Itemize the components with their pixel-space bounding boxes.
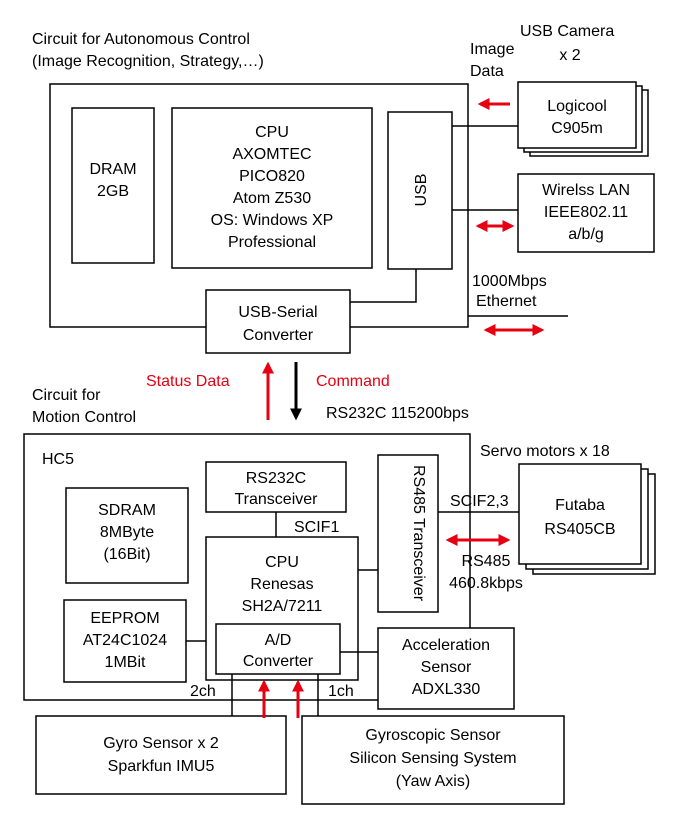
accel-line-2: Sensor bbox=[421, 659, 472, 676]
adc-line-1: A/D bbox=[265, 632, 292, 649]
autonomous-title: Circuit for Autonomous Control bbox=[32, 31, 250, 48]
ch1-label: 1ch bbox=[328, 683, 354, 700]
sdram-box: SDRAM 8MByte (16Bit) bbox=[65, 487, 189, 584]
atom-cpu-box: CPU AXOMTEC PICO820 Atom Z530 OS: Window… bbox=[171, 107, 373, 269]
rs485-speed-line-1: RS485 bbox=[462, 553, 511, 570]
rs485-transceiver-label: RS485 Transceiver bbox=[410, 465, 427, 602]
motion-title-line-1: Circuit for bbox=[32, 387, 101, 404]
servo-model-line-1: Futaba bbox=[555, 497, 605, 514]
scif1-label: SCIF1 bbox=[294, 519, 339, 536]
accel-line-3: ADXL330 bbox=[412, 681, 481, 698]
wlan-line-3: a/b/g bbox=[568, 226, 604, 243]
accel-line-1: Acceleration bbox=[402, 637, 490, 654]
gyroscopic-sensor-box: Gyroscopic Sensor Silicon Sensing System… bbox=[301, 715, 565, 805]
servo-stack: Futaba RS405CB bbox=[518, 463, 656, 575]
servo-model-line-2: RS405CB bbox=[544, 521, 615, 538]
atom-cpu-line-2: AXOMTEC bbox=[232, 146, 311, 163]
camera-title-line-1: USB Camera bbox=[520, 23, 614, 40]
sh2a-cpu-line-1: CPU bbox=[265, 554, 299, 571]
gyro-sensor-box: Gyro Sensor x 2 Sparkfun IMU5 bbox=[35, 715, 287, 795]
camera-title-line-2: x 2 bbox=[559, 47, 580, 64]
dram-line-2: 2GB bbox=[97, 183, 129, 200]
camera-model-line-2: C905m bbox=[551, 120, 603, 137]
eeprom-line-2: AT24C1024 bbox=[83, 632, 167, 649]
scif23-label: SCIF2,3 bbox=[450, 493, 509, 510]
dram-line-1: DRAM bbox=[89, 161, 136, 178]
ethernet-line-1: 1000Mbps bbox=[472, 273, 547, 290]
status-data-label: Status Data bbox=[146, 373, 230, 390]
camera-stack: Logicool C905m bbox=[517, 81, 649, 157]
wlan-box: Wirelss LAN IEEE802.11 a/b/g bbox=[517, 173, 655, 253]
eeprom-line-1: EEPROM bbox=[90, 610, 159, 627]
usb-box: USB bbox=[387, 111, 453, 270]
accel-sensor-box: Acceleration Sensor ADXL330 bbox=[377, 627, 515, 710]
adc-box: A/D Converter bbox=[215, 623, 341, 675]
ethernet-line-2: Ethernet bbox=[476, 293, 537, 310]
motion-title-line-2: Motion Control bbox=[32, 409, 136, 426]
image-data-line-2: Data bbox=[470, 63, 504, 80]
gyro-line-2: Sparkfun IMU5 bbox=[108, 758, 215, 775]
atom-cpu-line-4: Atom Z530 bbox=[233, 190, 311, 207]
dram-box: DRAM 2GB bbox=[71, 107, 155, 264]
sdram-line-2: 8MByte bbox=[100, 524, 154, 541]
autonomous-subtitle: (Image Recognition, Strategy,…) bbox=[32, 53, 264, 70]
gyroscopic-line-2: Silicon Sensing System bbox=[349, 750, 516, 767]
sh2a-cpu-line-2: Renesas bbox=[250, 576, 313, 593]
atom-cpu-line-5: OS: Windows XP bbox=[211, 212, 334, 229]
command-label: Command bbox=[316, 373, 390, 390]
rs232c-line-2: Transceiver bbox=[235, 491, 319, 508]
usb-serial-line-1: USB-Serial bbox=[238, 304, 317, 321]
gyroscopic-line-1: Gyroscopic Sensor bbox=[365, 727, 501, 744]
eeprom-line-3: 1MBit bbox=[105, 654, 146, 671]
rs232c-transceiver-box: RS232C Transceiver bbox=[205, 461, 347, 513]
sdram-line-1: SDRAM bbox=[98, 502, 156, 519]
rs485-speed-line-2: 460.8kbps bbox=[449, 575, 523, 592]
usb-serial-box: USB-Serial Converter bbox=[205, 289, 351, 354]
adc-line-2: Converter bbox=[243, 653, 314, 670]
atom-cpu-line-1: CPU bbox=[255, 124, 289, 141]
usb-serial-line-2: Converter bbox=[243, 327, 314, 344]
usb-label: USB bbox=[413, 174, 430, 207]
gyroscopic-line-3: (Yaw Axis) bbox=[396, 773, 470, 790]
sdram-line-3: (16Bit) bbox=[103, 546, 150, 563]
rs232c-line-1: RS232C bbox=[246, 470, 306, 487]
eeprom-box: EEPROM AT24C1024 1MBit bbox=[63, 599, 187, 683]
gyro-line-1: Gyro Sensor x 2 bbox=[103, 735, 219, 752]
atom-cpu-line-3: PICO820 bbox=[239, 168, 305, 185]
image-data-line-1: Image bbox=[470, 41, 515, 58]
hc5-label: HC5 bbox=[42, 451, 74, 468]
usb-serial-link bbox=[350, 269, 417, 303]
wlan-line-2: IEEE802.11 bbox=[544, 204, 628, 221]
camera-model-line-1: Logicool bbox=[547, 98, 607, 115]
servo-title: Servo motors x 18 bbox=[480, 443, 610, 460]
rs232c-spec-label: RS232C 115200bps bbox=[326, 405, 469, 422]
sh2a-cpu-line-3: SH2A/7211 bbox=[242, 598, 323, 615]
rs485-transceiver-box: RS485 Transceiver bbox=[377, 454, 439, 613]
ch2-label: 2ch bbox=[190, 683, 216, 700]
wlan-line-1: Wirelss LAN bbox=[542, 182, 630, 199]
atom-cpu-line-6: Professional bbox=[228, 234, 316, 251]
